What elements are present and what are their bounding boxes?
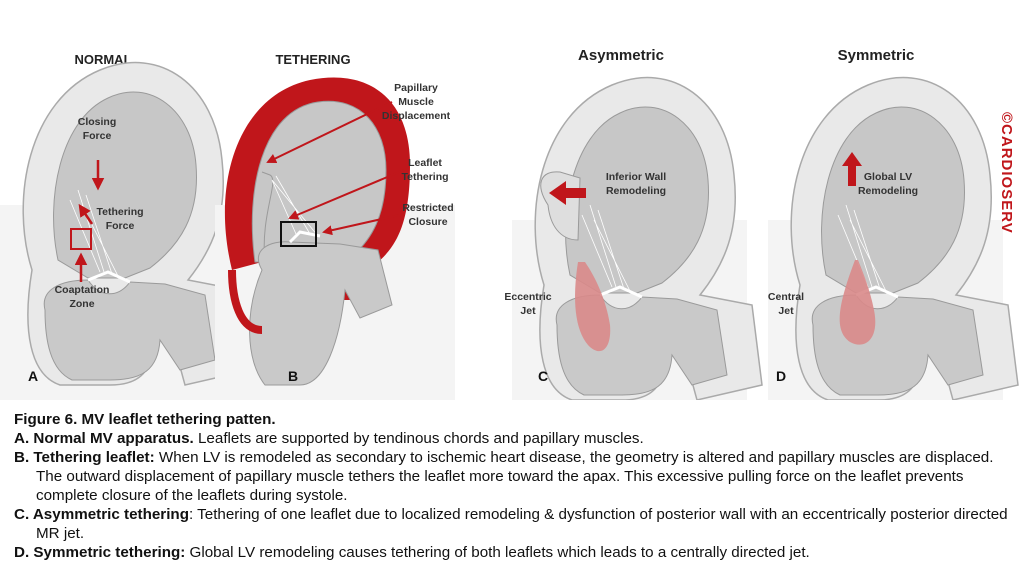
panel-d-title: Symmetric bbox=[838, 47, 915, 64]
label-restricted-closure-2: Closure bbox=[408, 216, 447, 228]
label-papillary-1: Papillary bbox=[394, 82, 438, 94]
label-tethering-force-1: Tethering bbox=[96, 206, 143, 218]
caption-item-a: A. Normal MV apparatus. Leaflets are sup… bbox=[14, 430, 644, 447]
label-papillary-2: Muscle bbox=[398, 96, 434, 108]
copyright-text: ©CARDIOSERV bbox=[998, 112, 1015, 234]
panel-c-letter: C bbox=[538, 368, 548, 384]
label-inferior-wall-1: Inferior Wall bbox=[606, 171, 666, 183]
panel-d-letter: D bbox=[776, 368, 786, 384]
label-leaflet-tethering-2: Tethering bbox=[401, 171, 448, 183]
label-central-jet-2: Jet bbox=[778, 305, 794, 317]
caption-item-d: D. Symmetric tethering: Global LV remode… bbox=[14, 544, 810, 561]
panel-b-title: TETHERING bbox=[275, 52, 350, 67]
label-eccentric-jet-1: Eccentric bbox=[504, 291, 551, 303]
panel-a: NORMAL Closing Force Tethering Force Coa… bbox=[0, 52, 252, 400]
panel-a-title: NORMAL bbox=[74, 52, 131, 67]
label-restricted-closure-1: Restricted bbox=[402, 202, 453, 214]
label-tethering-force-2: Force bbox=[106, 220, 135, 232]
label-leaflet-tethering-1: Leaflet bbox=[408, 157, 442, 169]
panel-c: Asymmetric Inferior Wall Remodeling Ecce… bbox=[504, 47, 764, 400]
mv-tethering-figure: NORMAL Closing Force Tethering Force Coa… bbox=[0, 47, 1020, 400]
label-global-lv-1: Global LV bbox=[864, 171, 912, 183]
panel-a-letter: A bbox=[28, 368, 38, 384]
caption-item-b: B. Tethering leaflet: When LV is remodel… bbox=[14, 449, 994, 504]
label-coaptation-zone-1: Coaptation bbox=[55, 284, 110, 296]
label-global-lv-2: Remodeling bbox=[858, 185, 918, 197]
label-central-jet-1: Central bbox=[768, 291, 804, 303]
label-papillary-3: Displacement bbox=[382, 110, 451, 122]
label-eccentric-jet-2: Jet bbox=[520, 305, 536, 317]
panel-c-title: Asymmetric bbox=[578, 47, 664, 64]
label-closing-force-2: Force bbox=[83, 130, 112, 142]
panel-b-letter: B bbox=[288, 368, 298, 384]
figure-caption: Figure 6. MV leaflet tethering patten. A… bbox=[14, 410, 1014, 562]
label-coaptation-zone-2: Zone bbox=[69, 298, 94, 310]
panel-d: Symmetric Global LV Remodeling Central J… bbox=[766, 47, 1020, 400]
caption-item-c: C. Asymmetric tethering: Tethering of on… bbox=[14, 506, 1008, 542]
label-closing-force-1: Closing bbox=[78, 116, 117, 128]
label-inferior-wall-2: Remodeling bbox=[606, 185, 666, 197]
caption-title: Figure 6. MV leaflet tethering patten. bbox=[14, 411, 276, 428]
panel-b: TETHERING Papillary Muscle Displacement … bbox=[215, 52, 455, 400]
